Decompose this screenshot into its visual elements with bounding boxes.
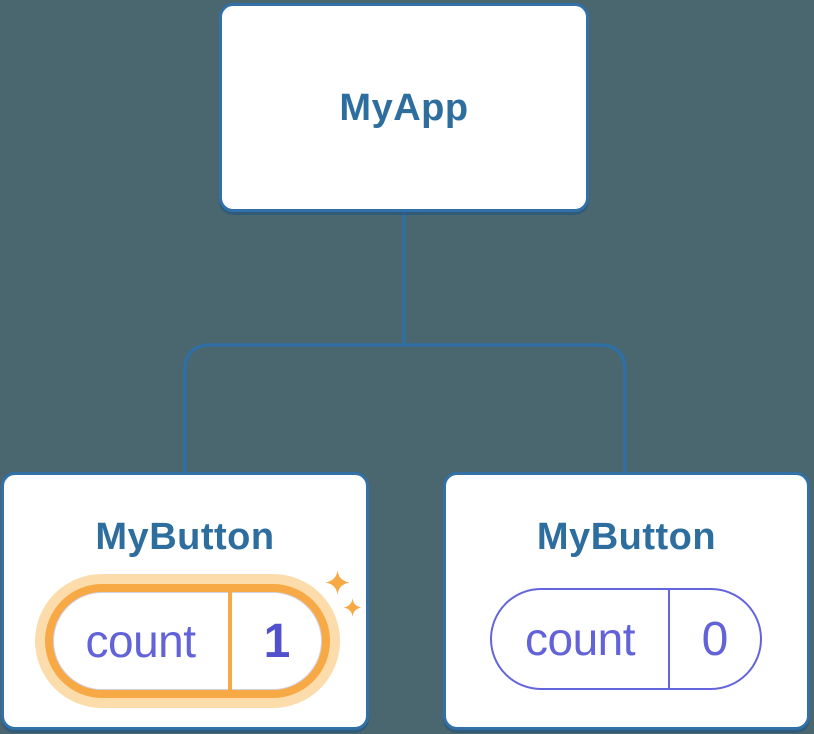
state-pill: count 0 — [490, 588, 762, 690]
state-pill-highlighted: count 1 — [35, 574, 340, 708]
state-value: 1 — [263, 614, 291, 668]
state-key-segment: count — [492, 590, 668, 688]
node-label: MyButton — [536, 516, 717, 558]
pill-divider — [668, 590, 670, 688]
node-label: MyApp — [339, 86, 469, 129]
state-key: count — [524, 613, 636, 665]
sparkle-icon — [325, 570, 362, 617]
state-key-segment: count — [53, 592, 228, 690]
node-label: MyButton — [95, 516, 275, 558]
state-value: 0 — [701, 612, 729, 666]
pill-divider — [228, 592, 232, 690]
tree-node-root: MyApp — [219, 3, 589, 212]
state-value-segment: 1 — [232, 592, 322, 690]
state-pill: count 1 — [53, 592, 322, 690]
state-key: count — [85, 615, 196, 667]
state-value-segment: 0 — [670, 590, 760, 688]
state-highlight-ring: count 1 — [45, 584, 330, 698]
